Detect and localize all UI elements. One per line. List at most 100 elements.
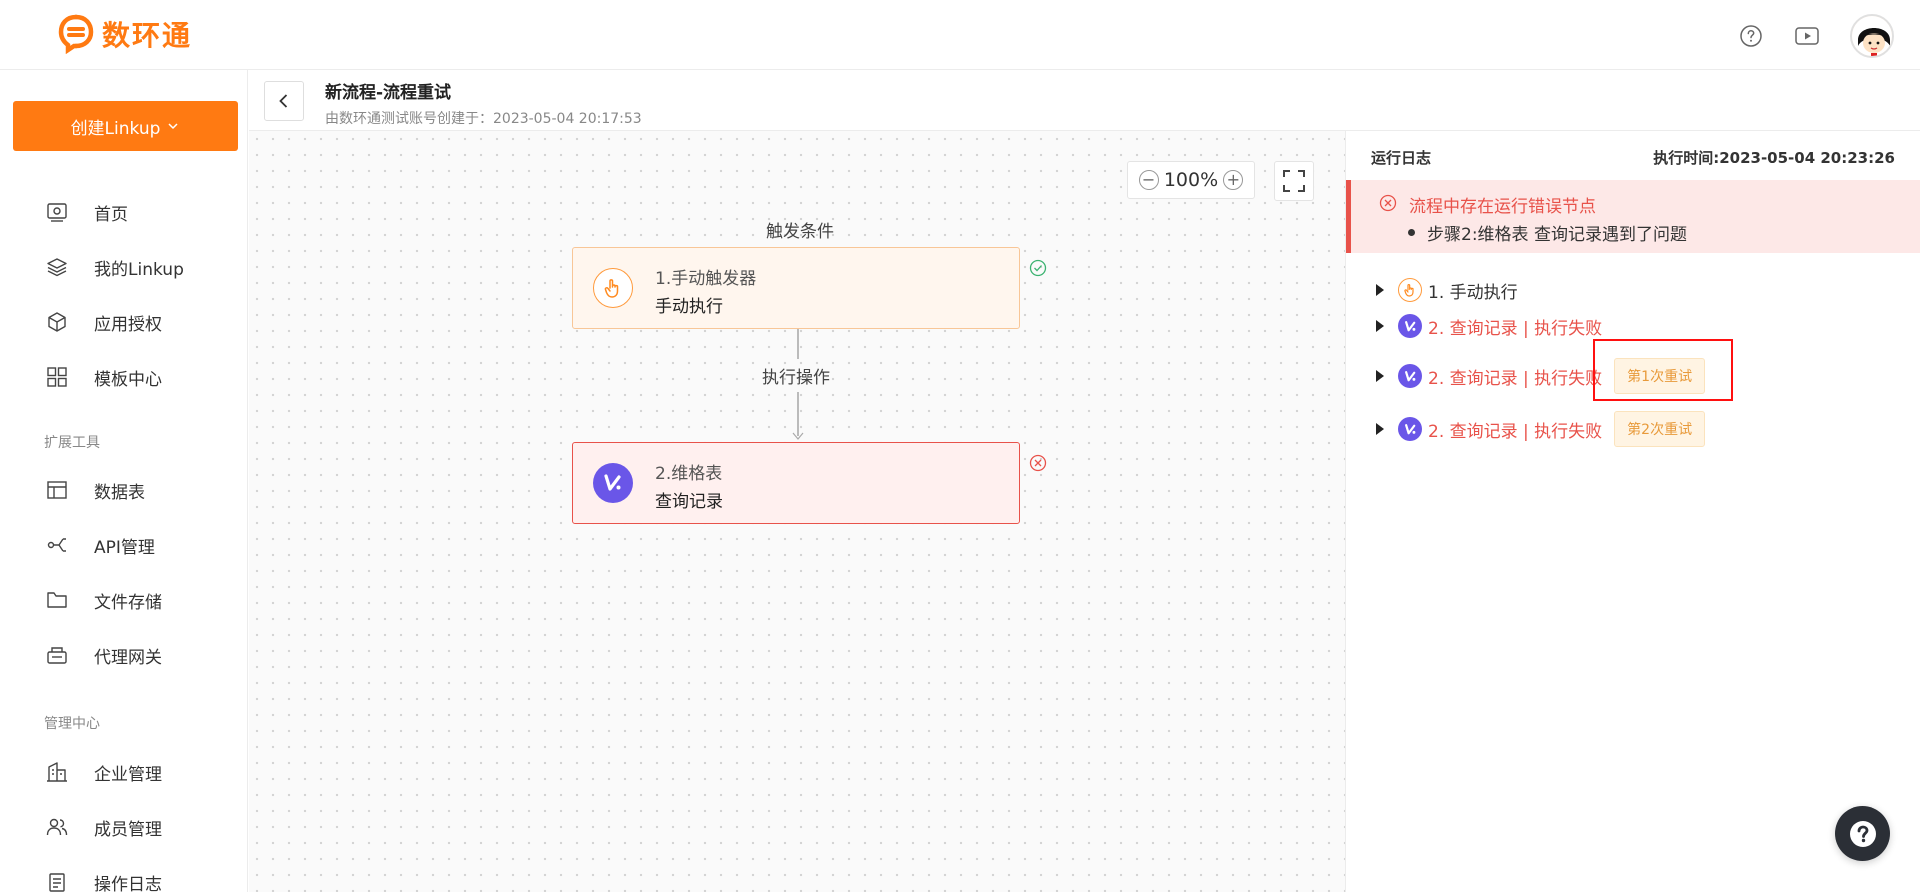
sidebar-item-app-auth[interactable]: 应用授权	[46, 308, 162, 336]
caret-right-icon[interactable]	[1376, 284, 1384, 296]
vika-app-icon	[1398, 417, 1422, 441]
sidebar-item-label: 企业管理	[94, 764, 162, 785]
error-detail: 步骤2:维格表 查询记录遇到了问题	[1408, 220, 1687, 245]
help-float-button[interactable]	[1835, 806, 1890, 861]
folder-icon	[47, 592, 67, 608]
vika-app-icon	[1398, 314, 1422, 338]
sidebar-item-oplog[interactable]: 操作日志	[46, 868, 162, 892]
sidebar-item-label: 模板中心	[94, 369, 162, 390]
api-icon	[47, 538, 66, 552]
node-title: 2.维格表	[655, 464, 723, 484]
log-row[interactable]: 2. 查询记录 | 执行失败 第2次重试	[1376, 411, 1706, 447]
caret-right-icon[interactable]	[1376, 320, 1384, 332]
brand-name: 数环通	[102, 19, 193, 52]
log-row[interactable]: 2. 查询记录 | 执行失败 第1次重试	[1376, 358, 1706, 394]
home-icon	[47, 203, 67, 222]
log-row-text: 2. 查询记录 | 执行失败	[1428, 421, 1603, 442]
sidebar-group-admin: 管理中心	[44, 716, 100, 732]
video-play-icon[interactable]	[1794, 23, 1820, 49]
zoom-in-button[interactable]: +	[1223, 170, 1244, 190]
error-title: 流程中存在运行错误节点	[1409, 197, 1596, 217]
log-row-text: 2. 查询记录 | 执行失败	[1428, 368, 1603, 389]
sidebar-item-label: 文件存储	[94, 592, 162, 613]
sidebar-item-label: 操作日志	[94, 874, 162, 892]
create-linkup-label: 创建Linkup	[70, 118, 161, 139]
arrow-down-icon	[792, 432, 804, 440]
hand-pointer-icon	[1398, 278, 1422, 302]
sidebar-item-label: 数据表	[94, 482, 145, 503]
node-subtitle: 手动执行	[655, 297, 723, 317]
caret-right-icon[interactable]	[1376, 423, 1384, 435]
sidebar-item-datatable[interactable]: 数据表	[46, 476, 145, 504]
log-row-text: 2. 查询记录 | 执行失败	[1428, 318, 1603, 339]
flow-created-info: 由数环通测试账号创建于：2023-05-04 20:17:53	[325, 111, 642, 127]
sidebar-item-label: API管理	[94, 537, 155, 558]
sidebar-item-label: 我的Linkup	[94, 259, 184, 280]
chevron-left-icon	[279, 94, 288, 108]
sidebar-item-gateway[interactable]: 代理网关	[46, 641, 162, 669]
user-avatar[interactable]	[1850, 14, 1894, 58]
question-circle-icon	[1849, 820, 1876, 847]
caret-right-icon[interactable]	[1376, 370, 1384, 382]
retry-badge: 第1次重试	[1614, 358, 1706, 394]
fullscreen-button[interactable]	[1274, 161, 1314, 201]
chevron-down-icon	[168, 123, 178, 130]
flow-title: 新流程-流程重试	[325, 83, 452, 103]
logo-icon	[58, 14, 94, 54]
connector-line	[797, 329, 799, 359]
error-circle-icon	[1379, 194, 1397, 212]
sidebar-item-label: 首页	[94, 204, 128, 225]
sidebar-item-templates[interactable]: 模板中心	[46, 363, 162, 391]
trigger-section-label: 触发条件	[766, 222, 834, 242]
sidebar: 创建Linkup 首页 我的Linkup 应用授权 模板中心 扩展工具 数据表 …	[0, 70, 248, 892]
retry-badge: 第2次重试	[1614, 411, 1706, 447]
run-log-panel: 运行日志 执行时间:2023-05-04 20:23:26 流程中存在运行错误节…	[1345, 131, 1920, 892]
node-title: 1.手动触发器	[655, 269, 757, 289]
table-icon	[47, 481, 67, 499]
fullscreen-icon	[1283, 170, 1305, 192]
error-detail-text: 步骤2:维格表 查询记录遇到了问题	[1427, 225, 1687, 245]
log-row[interactable]: 1. 手动执行	[1376, 276, 1518, 304]
zoom-level: 100%	[1163, 169, 1219, 191]
building-icon	[47, 762, 67, 782]
log-icon	[49, 873, 65, 892]
vika-app-icon	[1398, 364, 1422, 388]
users-icon	[46, 818, 68, 836]
sidebar-item-label: 应用授权	[94, 314, 162, 335]
create-linkup-button[interactable]: 创建Linkup	[13, 101, 238, 151]
action-section-label: 执行操作	[762, 368, 830, 388]
flow-canvas[interactable]: − 100% + 触发条件 1.手动触发器 手动执行 执行操作 2.维格表 查询…	[249, 131, 1345, 892]
bullet-icon	[1408, 229, 1415, 236]
top-bar: 数环通	[0, 0, 1920, 70]
zoom-out-button[interactable]: −	[1138, 170, 1159, 190]
sidebar-item-home[interactable]: 首页	[46, 198, 128, 226]
trigger-node[interactable]: 1.手动触发器 手动执行	[572, 247, 1020, 329]
zoom-control: − 100% +	[1127, 161, 1255, 199]
sidebar-group-tools: 扩展工具	[44, 435, 100, 451]
grid-icon	[47, 367, 67, 387]
sidebar-item-members[interactable]: 成员管理	[46, 813, 162, 841]
question-circle-icon[interactable]	[1738, 23, 1764, 49]
layers-icon	[47, 258, 67, 277]
error-alert: 流程中存在运行错误节点 步骤2:维格表 查询记录遇到了问题	[1346, 180, 1920, 253]
flow-header: 新流程-流程重试 由数环通测试账号创建于：2023-05-04 20:17:53	[249, 70, 1920, 131]
sidebar-item-api[interactable]: API管理	[46, 531, 155, 559]
gateway-icon	[47, 647, 67, 664]
sidebar-item-my-linkup[interactable]: 我的Linkup	[46, 253, 184, 281]
sidebar-item-file-storage[interactable]: 文件存储	[46, 586, 162, 614]
error-x-icon	[1029, 454, 1047, 472]
node-subtitle: 查询记录	[655, 492, 723, 512]
connector-line	[797, 392, 799, 436]
log-title: 运行日志	[1371, 149, 1432, 167]
sidebar-item-label: 成员管理	[94, 819, 162, 840]
hand-pointer-icon	[593, 268, 633, 308]
log-row[interactable]: 2. 查询记录 | 执行失败	[1376, 312, 1602, 340]
action-node[interactable]: 2.维格表 查询记录	[572, 442, 1020, 524]
vika-app-icon	[593, 463, 633, 503]
sidebar-item-enterprise[interactable]: 企业管理	[46, 758, 162, 786]
success-check-icon	[1029, 259, 1047, 277]
cube-icon	[48, 312, 66, 332]
back-button[interactable]	[264, 81, 304, 121]
brand-logo[interactable]: 数环通	[58, 14, 192, 54]
log-exec-time: 执行时间:2023-05-04 20:23:26	[1653, 149, 1895, 167]
